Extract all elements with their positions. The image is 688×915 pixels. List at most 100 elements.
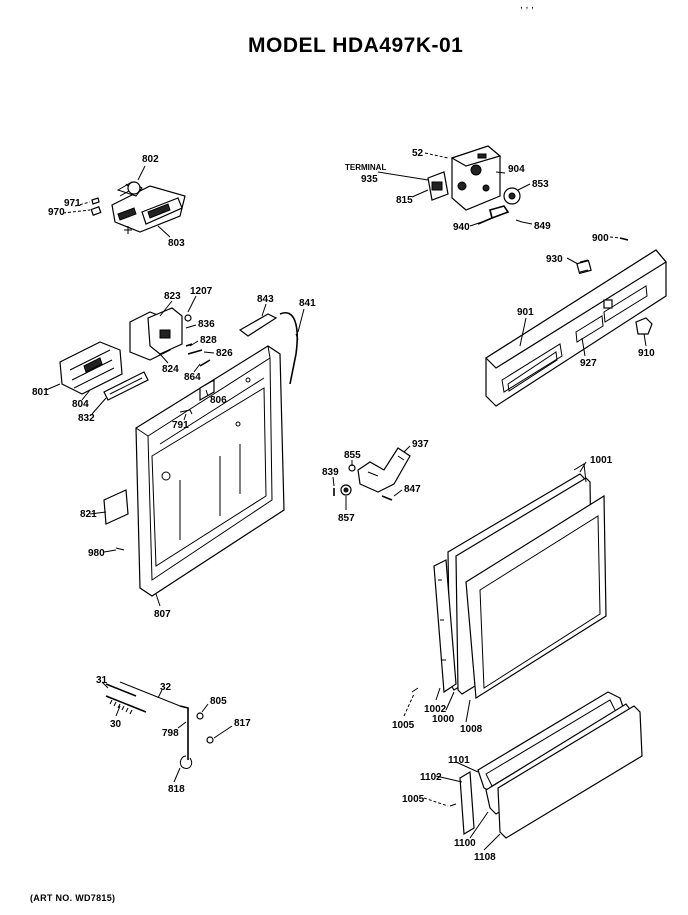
latch-assembly-drawing (59, 307, 299, 401)
label-52: 52 (412, 148, 424, 159)
leader-824 (159, 353, 169, 364)
leader-818 (173, 767, 181, 783)
leader-807 (155, 593, 161, 607)
leader-1102 (435, 775, 463, 783)
label-1008: 1008 (460, 724, 483, 735)
label-847: 847 (404, 484, 421, 495)
leader-843 (261, 303, 267, 317)
leader-803 (157, 225, 171, 238)
label-937: 937 (412, 439, 429, 450)
leader-841 (297, 308, 305, 333)
label-30: 30 (110, 719, 122, 730)
label-1108: 1108 (474, 852, 496, 863)
label-817: 817 (234, 718, 251, 729)
leader-849 (521, 221, 533, 225)
leader-1101 (455, 761, 479, 773)
leader-927 (581, 337, 586, 357)
label-798: 798 (162, 728, 179, 739)
leader-930 (566, 257, 579, 265)
hinge-bracket-drawing (333, 447, 411, 501)
leader-817 (213, 725, 233, 739)
label-970: 970 (48, 207, 65, 218)
label-806: 806 (210, 395, 227, 406)
label-843: 843 (257, 294, 274, 305)
label-927: 927 (580, 358, 597, 369)
label-1102: 1102 (420, 772, 442, 783)
label-824: 824 (162, 364, 179, 375)
label-805: 805 (210, 696, 227, 707)
label-930: 930 (546, 254, 563, 265)
label-849: 849 (534, 221, 551, 232)
leader-806 (205, 389, 209, 397)
timer-assembly-drawing (427, 145, 523, 225)
label-1207: 1207 (190, 286, 213, 297)
leader-31 (101, 681, 109, 689)
leader-798 (177, 721, 187, 729)
leader-terminal (377, 171, 429, 181)
label-940: 940 (453, 222, 470, 233)
leader-30 (115, 705, 121, 717)
door-spring-drawing (105, 681, 214, 769)
leader-937 (403, 445, 411, 453)
label-857: 857 (338, 513, 355, 524)
label-801: 801 (32, 387, 49, 398)
leader-940 (469, 221, 483, 227)
label-1100: 1100 (454, 838, 476, 849)
leader-52 (424, 152, 449, 159)
label-802: 802 (142, 154, 159, 165)
leader-821 (89, 511, 107, 515)
label-853: 853 (532, 179, 549, 190)
leader-836 (185, 324, 197, 329)
leader-828 (189, 340, 199, 347)
label-971: 971 (64, 198, 81, 209)
lower-panel-drawing (449, 691, 643, 839)
label-1101: 1101 (448, 755, 470, 766)
dispenser-assembly-drawing (90, 181, 186, 234)
leader-1100 (469, 811, 489, 839)
label-1001: 1001 (590, 455, 613, 466)
leader-839 (332, 476, 335, 487)
label-791: 791 (172, 420, 189, 431)
leader-1000 (445, 691, 455, 711)
leader-823 (159, 300, 173, 317)
label-821: 821 (80, 509, 97, 520)
leader-864 (193, 363, 201, 373)
leader-1207 (187, 295, 197, 313)
leader-826 (203, 351, 215, 354)
leader-1002 (435, 687, 441, 701)
leader-32 (157, 689, 163, 699)
leader-904 (495, 171, 506, 174)
leader-815 (411, 189, 429, 198)
label-32: 32 (160, 682, 172, 693)
label-841: 841 (299, 298, 316, 309)
top-corner-mark: , , , (520, 0, 534, 11)
label-828: 828 (200, 335, 217, 346)
leader-910 (643, 333, 647, 347)
label-815: 815 (396, 195, 413, 206)
label-980: 980 (88, 548, 105, 559)
label-1000: 1000 (432, 714, 455, 725)
page-title: MODEL HDA497K-01 (248, 34, 464, 57)
label-935: 935 (361, 174, 378, 185)
inner-door-drawing (103, 345, 285, 597)
label-803: 803 (168, 238, 185, 249)
leader-801 (45, 383, 61, 391)
leader-970 (62, 209, 91, 214)
label-901: 901 (517, 307, 534, 318)
label-31: 31 (96, 675, 108, 686)
art-number: (ART NO. WD7815) (30, 893, 116, 903)
outer-door-drawing (411, 463, 607, 700)
label-818: 818 (168, 784, 185, 795)
control-panel-drawing (485, 237, 667, 407)
label-804: 804 (72, 399, 89, 410)
leader-980 (103, 549, 117, 553)
label-terminal: TERMINAL (345, 163, 386, 172)
leader-971 (74, 201, 91, 207)
label-826: 826 (216, 348, 233, 359)
leader-791 (183, 413, 187, 421)
label-1005a: 1005 (392, 720, 415, 731)
label-1005b: 1005 (402, 794, 425, 805)
leader-1005a (403, 693, 415, 717)
label-864: 864 (184, 372, 201, 383)
leader-1005b (423, 797, 449, 807)
